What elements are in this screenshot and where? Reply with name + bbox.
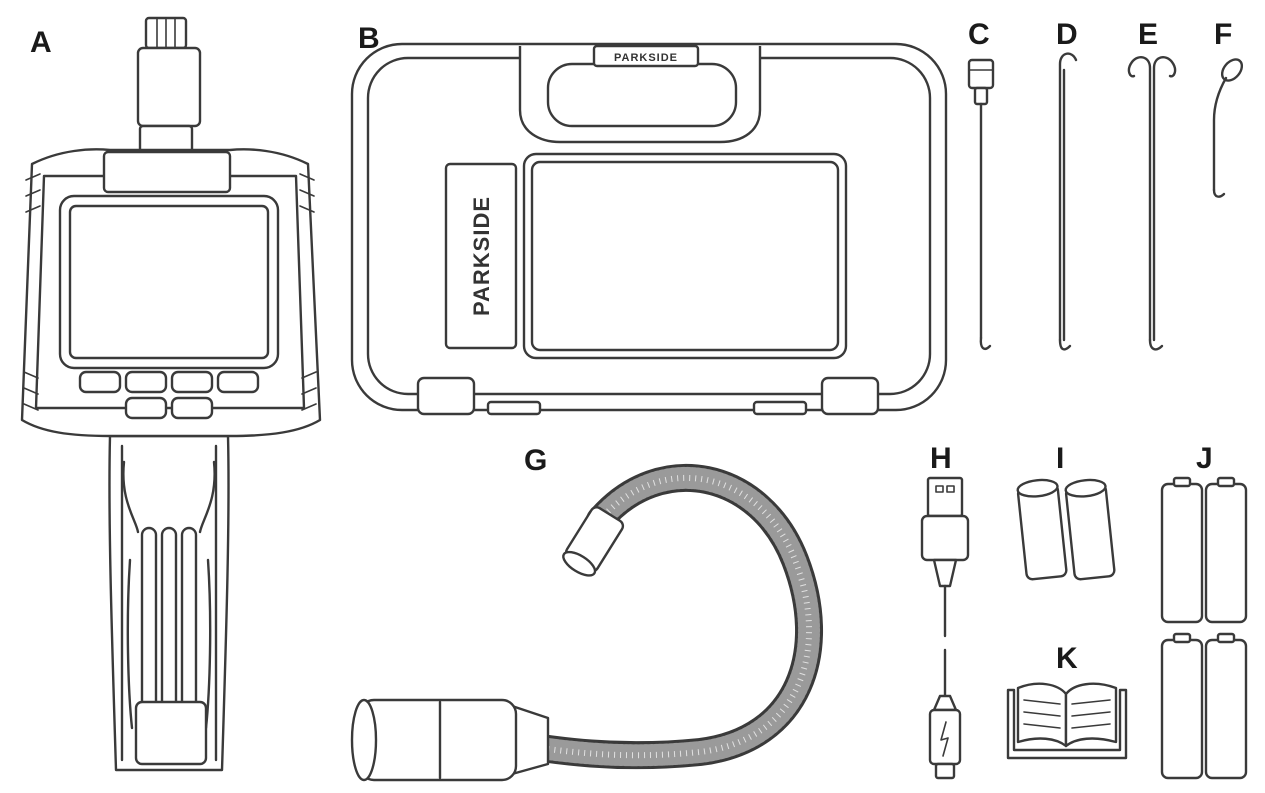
gooseneck-camera-probe-icon bbox=[350, 463, 824, 782]
carry-case-icon: PARKSIDE PARKSIDE bbox=[350, 42, 948, 416]
label-e: E bbox=[1138, 18, 1158, 51]
case-handle-brand: PARKSIDE bbox=[614, 52, 678, 64]
usb-cable-icon bbox=[920, 476, 970, 780]
inspection-camera-icon bbox=[20, 16, 322, 772]
label-h: H bbox=[930, 442, 952, 475]
label-c: C bbox=[968, 18, 990, 51]
label-b: B bbox=[358, 22, 380, 55]
case-brand-text: PARKSIDE bbox=[469, 196, 494, 316]
label-d: D bbox=[1056, 18, 1078, 51]
label-k: K bbox=[1056, 642, 1078, 675]
double-hook-attachment-icon bbox=[1127, 56, 1177, 351]
magnet-attachment-icon bbox=[967, 58, 995, 350]
hook-attachment-icon bbox=[1058, 52, 1078, 351]
label-j: J bbox=[1196, 442, 1213, 475]
label-g: G bbox=[524, 444, 547, 477]
battery-cell-icon bbox=[1016, 478, 1116, 581]
mirror-attachment-icon bbox=[1212, 58, 1244, 198]
label-f: F bbox=[1214, 18, 1232, 51]
aa-battery-icon bbox=[1160, 476, 1248, 780]
label-i: I bbox=[1056, 442, 1064, 475]
open-book-icon bbox=[1006, 682, 1128, 760]
label-a: A bbox=[30, 26, 52, 59]
